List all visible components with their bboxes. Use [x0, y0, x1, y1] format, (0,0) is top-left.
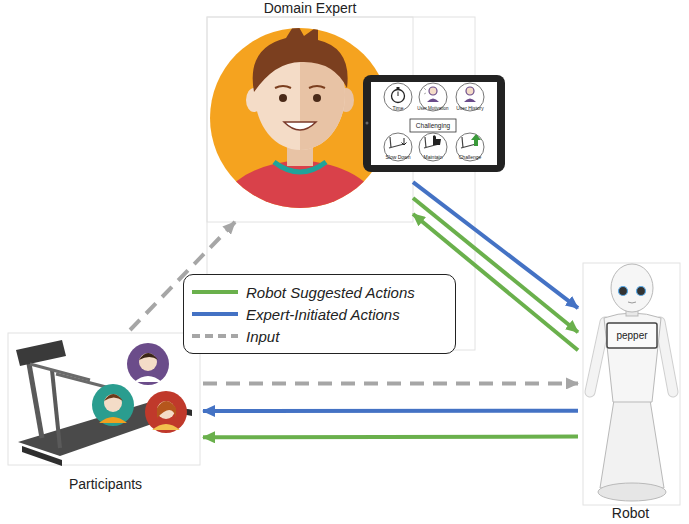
expert-avatar-part	[215, 160, 385, 215]
tablet-part	[384, 83, 484, 161]
expert-avatar-part	[313, 94, 321, 102]
tablet-label: Time	[393, 106, 404, 112]
treadmill-part	[52, 370, 60, 448]
expert-avatar-part	[284, 122, 316, 130]
pepper-robot-part	[604, 313, 661, 402]
legend-row: Expert-Initiated Actions	[192, 303, 447, 325]
pepper-robot-part	[619, 287, 628, 296]
treadmill-part	[16, 340, 66, 366]
node-title: Robot	[612, 505, 649, 521]
expert-avatar-part	[274, 162, 326, 172]
tablet-label: User History	[456, 106, 484, 112]
tablet-part	[371, 82, 497, 165]
participant-avatars-part	[99, 417, 127, 423]
node-title: Participants	[69, 476, 142, 492]
connector-arrow	[203, 409, 578, 413]
pepper-robot	[590, 264, 673, 501]
tablet-part	[366, 122, 369, 125]
tablet-label: Challenging	[416, 122, 450, 129]
pepper-robot-part	[660, 322, 673, 392]
participant-avatars	[92, 343, 187, 433]
tablet-label: Slow Down	[385, 155, 410, 161]
tablet-part	[456, 83, 484, 111]
tablet-label: User Motivation	[417, 107, 448, 112]
tablet-part	[456, 133, 484, 161]
connector-arrow	[203, 381, 578, 385]
tablet-part	[410, 119, 456, 132]
legend-line	[192, 334, 238, 338]
legend-text: Robot Suggested Actions	[246, 284, 415, 301]
participant-avatars-part	[104, 394, 123, 401]
tablet-part	[466, 87, 474, 95]
participant-avatars-part	[92, 384, 134, 426]
pepper-robot-part	[598, 483, 666, 501]
participants-panel: Participants	[8, 330, 203, 492]
robot-panel: Robot	[578, 262, 683, 521]
participant-avatars-part	[134, 376, 162, 382]
treadmill-part	[56, 374, 110, 388]
tablet-part	[392, 90, 405, 103]
pepper-robot-part	[590, 322, 605, 392]
expert-avatar-part	[253, 22, 348, 92]
tablet	[363, 75, 505, 172]
pepper-robot-part	[611, 264, 653, 312]
tablet-part	[419, 133, 447, 161]
legend-sample	[192, 287, 238, 297]
treadmill	[16, 340, 192, 466]
tablet-part	[433, 135, 441, 145]
pepper-robot-part	[600, 400, 664, 488]
tablet-part	[398, 92, 399, 97]
legend-box: Robot Suggested ActionsExpert-Initiated …	[183, 274, 456, 354]
legend-text: Expert-Initiated Actions	[246, 306, 400, 323]
expert-avatar-part	[275, 86, 325, 88]
legend-sample	[192, 331, 238, 341]
tablet-part	[464, 99, 476, 103]
participant-avatars-part	[157, 401, 176, 418]
treadmill-part	[22, 446, 62, 466]
legend-row: Input	[192, 325, 447, 347]
participant-avatars-part	[139, 353, 158, 360]
participant-avatars-part	[104, 394, 122, 412]
frame-lines-part	[8, 333, 200, 465]
treadmill-part	[28, 358, 42, 438]
participant-avatars-part	[157, 401, 175, 419]
participant-avatars-part	[145, 391, 187, 433]
legend-sample	[192, 309, 238, 319]
pepper-robot-part	[637, 287, 646, 296]
tablet-label: Challenge	[459, 155, 482, 161]
legend-line	[192, 312, 238, 316]
node-title: Domain Expert	[264, 0, 357, 16]
tablet-part	[471, 134, 481, 146]
tablet-part	[397, 87, 400, 89]
participant-avatars-part	[152, 424, 180, 430]
legend-text: Input	[246, 328, 279, 345]
tablet-part	[402, 138, 407, 145]
pepper-robot-part	[590, 322, 605, 392]
participant-avatars-part	[139, 353, 157, 371]
pepper-robot-part	[660, 322, 673, 392]
expert-panel: Domain Expert	[207, 0, 413, 222]
frame-lines-part	[583, 263, 680, 505]
tablet-part	[384, 83, 412, 111]
treadmill-part	[30, 364, 90, 380]
expert-avatar-part	[215, 22, 385, 215]
tablet-part	[384, 133, 412, 161]
legend-row: Robot Suggested Actions	[192, 281, 447, 303]
pepper-robot-part	[607, 323, 657, 348]
tablet-label: Maintain	[424, 155, 443, 161]
legend-line	[192, 290, 238, 294]
tablet-part	[363, 75, 505, 172]
tablet-part	[424, 88, 426, 94]
participant-avatars-part	[127, 343, 169, 385]
expert-avatar-part	[279, 94, 287, 102]
tablet-part	[429, 87, 437, 95]
connector-arrow	[203, 435, 578, 440]
tablet-part	[427, 99, 439, 103]
screen-brand: pepper	[616, 330, 647, 341]
frame-lines	[8, 17, 680, 505]
pepper-robot-part	[628, 302, 636, 303]
tablet-icons	[389, 87, 481, 148]
